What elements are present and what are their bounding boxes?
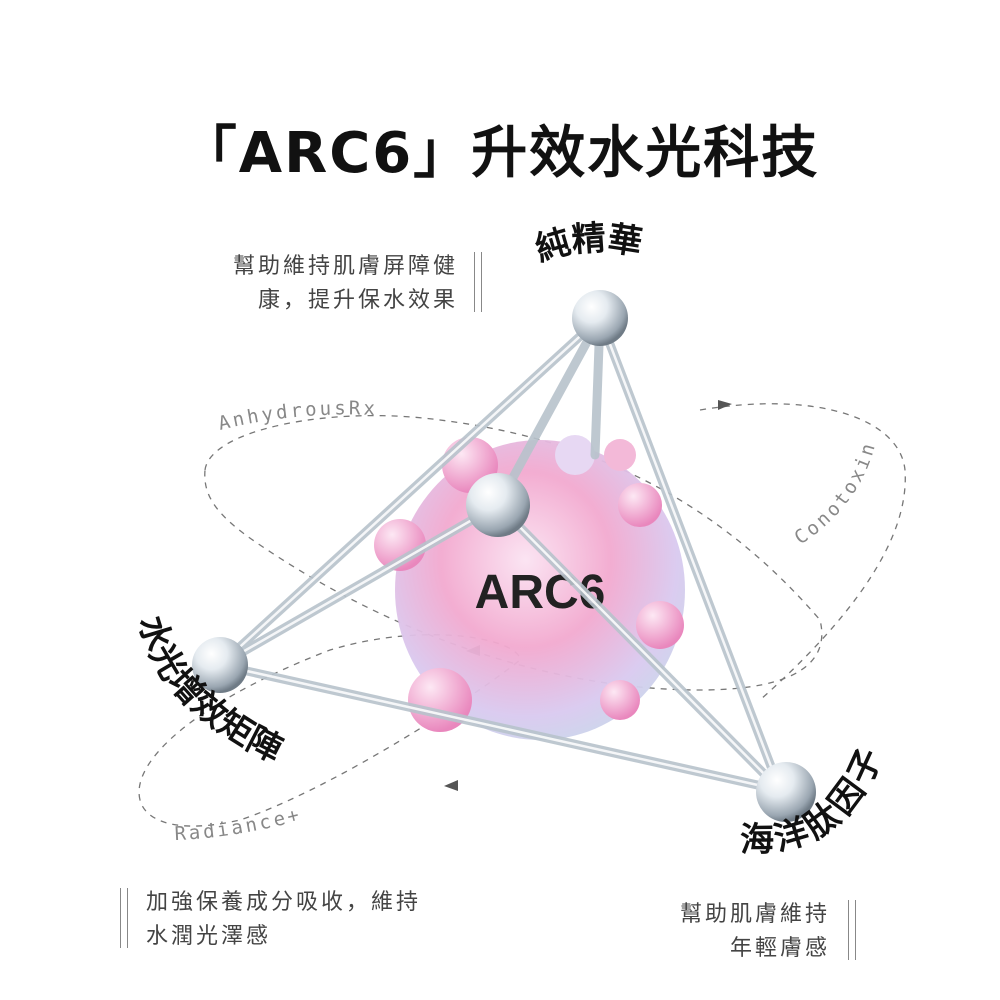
svg-text:Conotoxin: Conotoxin [790,438,880,549]
note-absorption: 加強保養成分吸收，維持 水潤光澤感 [120,886,506,954]
node-left-icon [192,637,248,693]
note-youthful: 幫助肌膚維持 年輕膚感 [620,898,856,966]
svg-text:Radiance+: Radiance+ [174,803,304,845]
svg-text:AnhydrousRx: AnhydrousRx [216,397,378,434]
orbit-label-conotoxin: Conotoxin [790,438,877,549]
orbit-path-upper [204,415,823,691]
note-barrier-line-2: 康，提升保水效果 [257,288,458,313]
node-right-icon [756,762,816,822]
orbit-path-lower [138,634,521,827]
orbit-label-radiance: Radiance+ [174,803,301,845]
note-bracket-icon [848,900,856,960]
node-top-icon [572,290,628,346]
glass-nodes [192,290,816,822]
page-title: 「ARC6」升效水光科技 [180,121,820,186]
note-barrier-line-1: 幫助維持肌膚屏障健 [232,254,458,279]
orbit-lines [138,403,906,827]
note-barrier: 幫助維持肌膚屏障健 康，提升保水效果 [168,250,482,318]
orbit-path-right [699,403,906,701]
label-pure-essence: 純精華 [531,218,645,270]
orbit-arrow-icon [718,400,732,410]
svg-text:純精華: 純精華 [531,218,645,270]
orbit-label-anhydrous: AnhydrousRx [216,397,375,434]
note-bracket-icon [474,252,482,312]
note-bracket-icon [120,888,128,948]
note-youthful-line-1: 幫助肌膚維持 [679,902,830,927]
node-center-icon [466,473,530,537]
note-absorption-line-1: 加強保養成分吸收，維持 [146,890,422,915]
orbit-arrow-icon [444,780,458,791]
note-absorption-line-2: 水潤光澤感 [146,924,272,949]
note-youthful-line-2: 年輕膚感 [729,936,830,961]
